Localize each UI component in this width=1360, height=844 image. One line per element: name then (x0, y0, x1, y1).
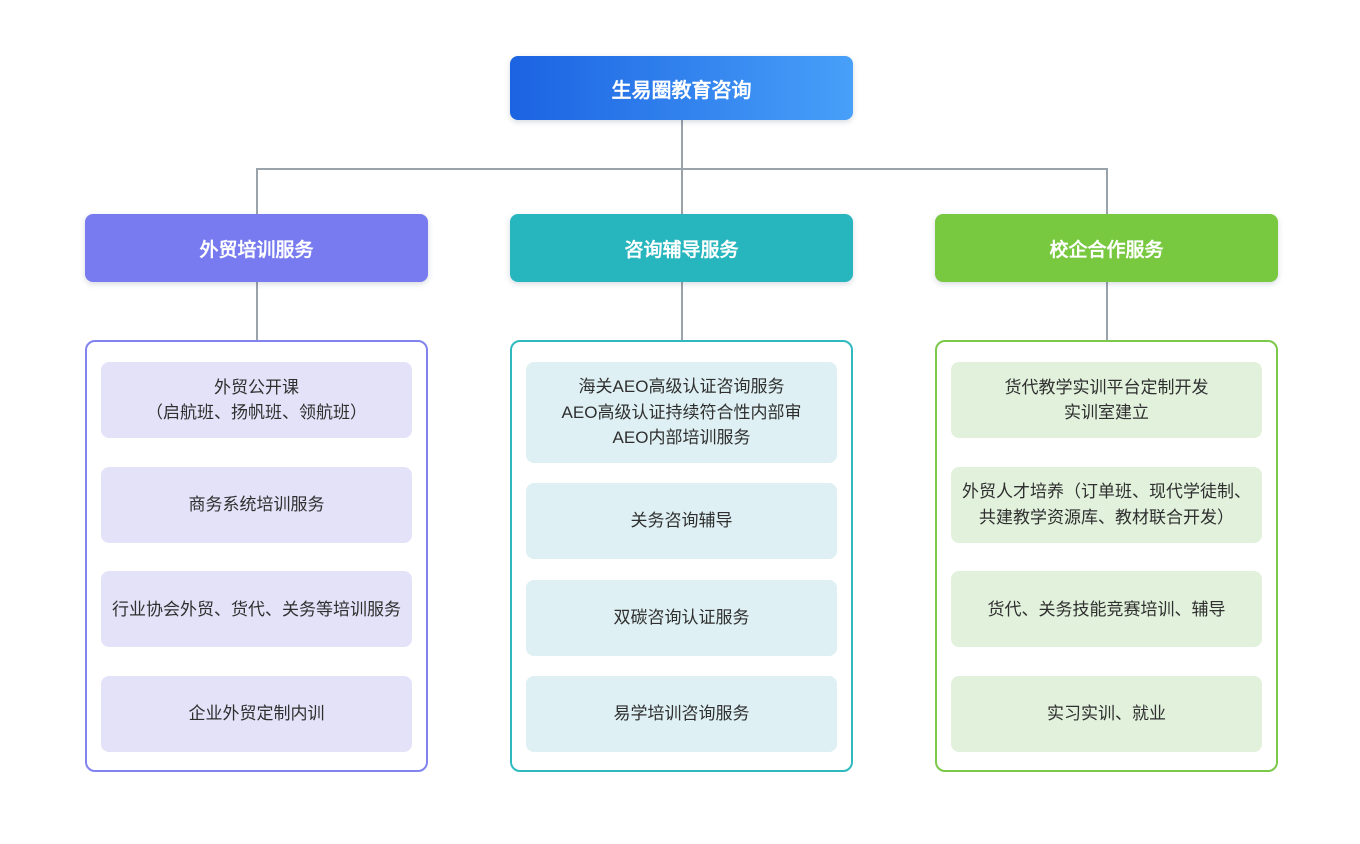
service-item: 行业协会外贸、货代、关务等培训服务 (101, 571, 412, 648)
branch-header-label: 校企合作服务 (1049, 239, 1164, 261)
connector-branch-2-to-group (681, 282, 683, 340)
service-item: 海关AEO高级认证咨询服务 AEO高级认证持续符合性内部审 AEO内部培训服务 (526, 362, 837, 463)
service-item: 货代、关务技能竞赛培训、辅导 (951, 571, 1262, 648)
branch-group-consulting-coaching: 海关AEO高级认证咨询服务 AEO高级认证持续符合性内部审 AEO内部培训服务 … (510, 340, 853, 772)
branch-header-label: 外贸培训服务 (199, 239, 314, 261)
branch-header-consulting-coaching: 咨询辅导服务 (510, 214, 853, 282)
branch-group-foreign-trade-training: 外贸公开课 （启航班、扬帆班、领航班） 商务系统培训服务 行业协会外贸、货代、关… (85, 340, 428, 772)
connector-branch-3-to-group (1106, 282, 1108, 340)
service-item: 商务系统培训服务 (101, 466, 412, 543)
connector-drop-branch-3 (1106, 168, 1108, 215)
service-item: 企业外贸定制内训 (101, 675, 412, 752)
service-item: 关务咨询辅导 (526, 483, 837, 559)
service-item: 实习实训、就业 (951, 675, 1262, 752)
branch-header-label: 咨询辅导服务 (624, 239, 739, 261)
service-item: 易学培训咨询服务 (526, 676, 837, 752)
root-node: 生易圈教育咨询 (510, 56, 853, 120)
connector-drop-branch-1 (256, 168, 258, 215)
branch-group-school-enterprise-cooperation: 货代教学实训平台定制开发 实训室建立 外贸人才培养（订单班、现代学徒制、共建教学… (935, 340, 1278, 772)
connector-root-vertical (681, 120, 683, 169)
service-item: 双碳咨询认证服务 (526, 579, 837, 656)
connector-drop-branch-2 (681, 168, 683, 215)
service-item: 外贸人才培养（订单班、现代学徒制、共建教学资源库、教材联合开发） (951, 466, 1262, 543)
branch-header-foreign-trade-training: 外贸培训服务 (85, 214, 428, 282)
service-item: 外贸公开课 （启航班、扬帆班、领航班） (101, 362, 412, 438)
root-node-label: 生易圈教育咨询 (611, 79, 752, 102)
branch-header-school-enterprise-cooperation: 校企合作服务 (935, 214, 1278, 282)
service-item: 货代教学实训平台定制开发 实训室建立 (951, 362, 1262, 438)
connector-branch-1-to-group (256, 282, 258, 340)
